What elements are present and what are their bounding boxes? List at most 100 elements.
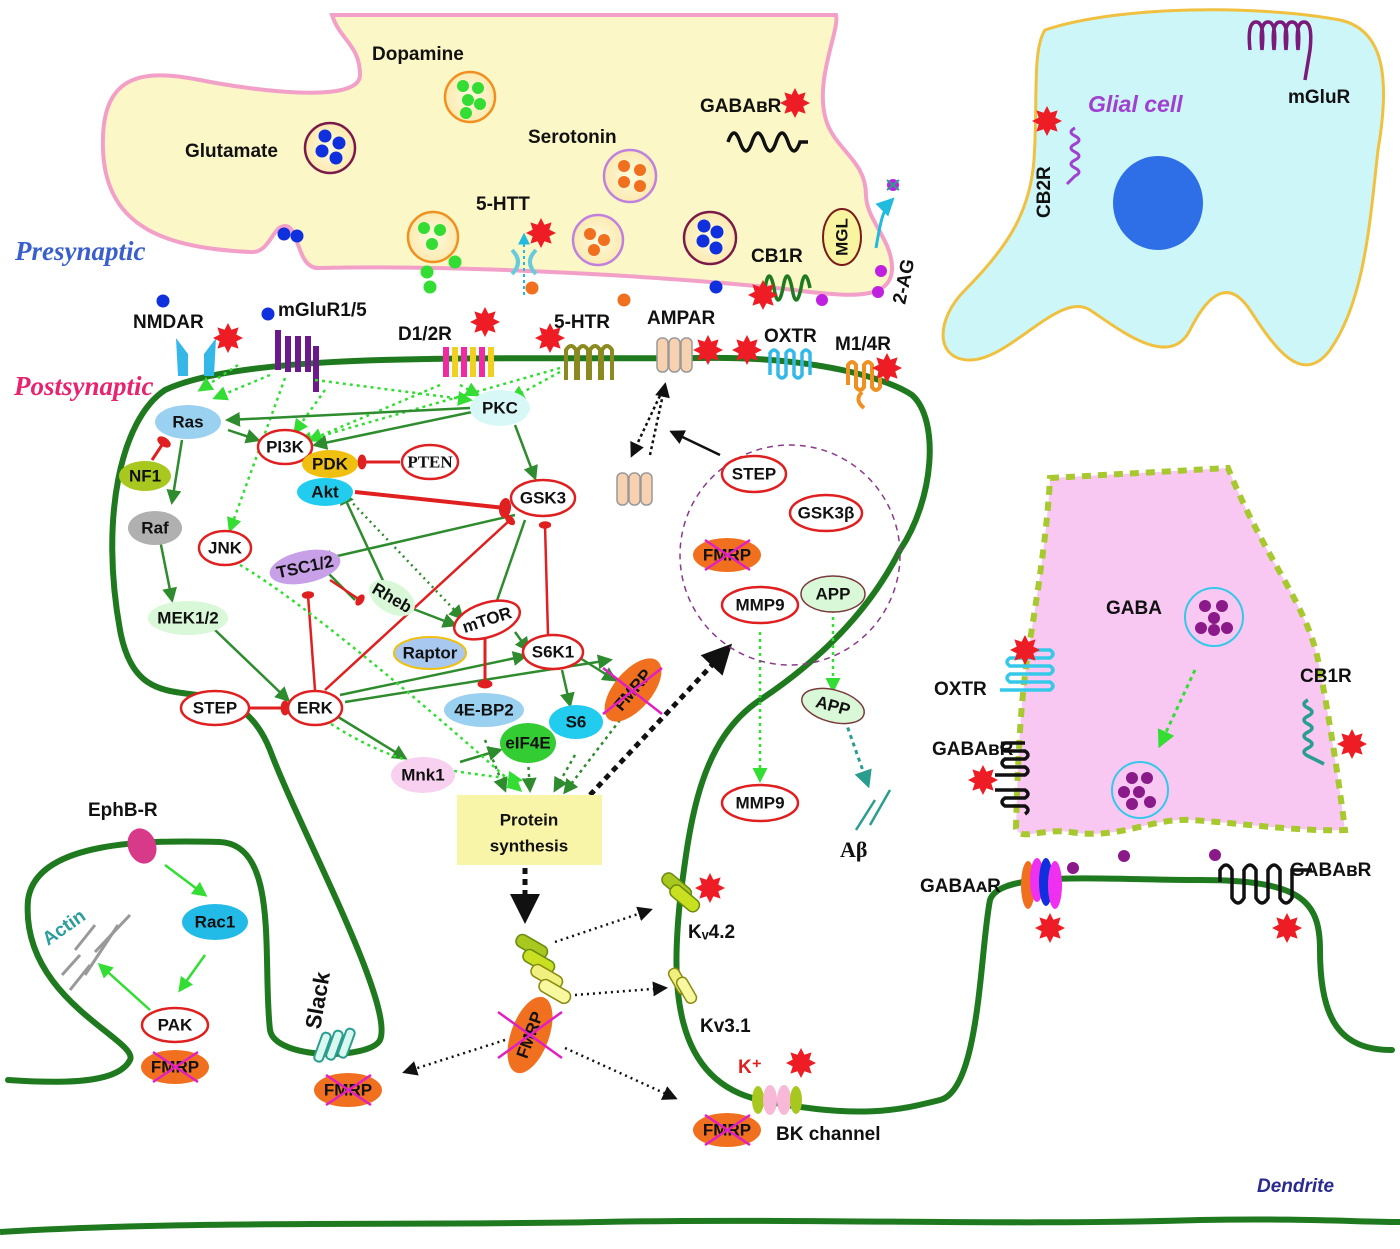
svg-text:GSK3β: GSK3β: [798, 504, 855, 523]
node-step-local: STEP: [720, 454, 788, 494]
drug-target-star: [535, 323, 565, 353]
drug-target-star: [780, 88, 810, 118]
svg-text:Mnk1: Mnk1: [401, 766, 444, 785]
node-4ebp2: 4E-BP2: [444, 693, 524, 727]
svg-text:ERK: ERK: [297, 699, 334, 718]
drug-target-star: [748, 280, 778, 310]
gabab-presynaptic-label: GABAʙR: [700, 96, 782, 117]
node-pten: PTEN: [400, 443, 460, 481]
drug-target-star: [732, 335, 762, 365]
gabaa-label: GABAᴀR: [920, 876, 1001, 897]
node-gsk3: GSK3: [509, 478, 577, 518]
serotonin-vesicle: [602, 148, 658, 204]
node-fmrp-slack: FMRP: [314, 1073, 382, 1107]
gabaa-receptor: [1021, 858, 1062, 909]
serotonin-label: Serotonin: [528, 127, 617, 148]
mglur-glia-label: mGluR: [1288, 87, 1351, 108]
bk-channel-label: BK channel: [776, 1124, 881, 1145]
local-translation-compartment: [679, 444, 901, 666]
node-erk: ERK: [286, 689, 344, 727]
mglur15-receptor: [275, 330, 319, 392]
cb1r-inhibitory-receptor: [1302, 698, 1325, 766]
mgl-enzyme: [822, 208, 862, 266]
bk-channel: [752, 1085, 802, 1115]
svg-text:eIF4E: eIF4E: [505, 734, 550, 753]
dendrite-label: Dendrite: [1257, 1176, 1335, 1197]
drug-target-star: [470, 307, 500, 337]
svg-text:STEP: STEP: [732, 465, 776, 484]
dopamine-vesicle-release: [406, 210, 462, 294]
node-mmp9-local: MMP9: [720, 585, 800, 625]
abeta-fragment: [854, 789, 892, 831]
node-gsk3b: GSK3β: [788, 493, 864, 533]
svg-text:4E-BP2: 4E-BP2: [454, 701, 514, 720]
d12r-receptor: [443, 347, 494, 377]
nmdar-label: NMDAR: [133, 312, 204, 333]
svg-text:MMP9: MMP9: [735, 596, 784, 615]
five-htt-label: 5-HTT: [476, 194, 530, 215]
cb1r-inhibitory-label: CB1R: [1300, 666, 1352, 687]
slack-channel: [313, 1027, 356, 1063]
mglur-glia-receptor: [1247, 20, 1313, 81]
gaba-vesicle: [1184, 587, 1244, 647]
gaba-label: GABA: [1106, 598, 1162, 619]
five-htr-label: 5-HTR: [554, 312, 610, 333]
d12r-label: D1/2R: [398, 324, 452, 345]
svg-text:Protein: Protein: [500, 811, 559, 830]
gabab-receptor-presynaptic: [726, 131, 808, 153]
node-rac1: Rac1: [182, 904, 248, 940]
glial-cell-label: Glial cell: [1088, 91, 1183, 117]
drug-target-star: [693, 335, 723, 365]
nmdar-receptor: [176, 338, 216, 376]
node-app-local: APP: [800, 575, 866, 613]
drug-target-star: [213, 323, 243, 353]
node-mmp9-secreted: MMP9: [720, 783, 800, 823]
mglur15-label: mGluR1/5: [278, 300, 367, 321]
cb2r-receptor: [1065, 126, 1081, 186]
node-app-membrane: APP: [801, 687, 865, 725]
kv42-channel: [661, 872, 701, 913]
node-mtor: mTOR: [452, 599, 522, 641]
svg-text:Akt: Akt: [311, 483, 339, 502]
postsynaptic-label: Postsynaptic: [13, 371, 154, 401]
node-fmrp-bk: FMRP: [693, 1113, 761, 1147]
glutamate-vesicle-release: [682, 210, 738, 294]
drug-target-star: [1272, 913, 1302, 943]
svg-text:MEK1/2: MEK1/2: [157, 609, 218, 628]
k-ion-label: K⁺: [738, 1057, 762, 1078]
ephb-receptor: [127, 828, 157, 864]
m14r-receptor: [846, 360, 882, 410]
svg-text:PKC: PKC: [482, 399, 518, 418]
inhibitory-terminal: [1012, 464, 1349, 838]
node-fmrp-mtor: FMRP: [602, 658, 663, 722]
drug-target-star: [695, 873, 725, 903]
svg-text:APP: APP: [816, 585, 851, 604]
svg-text:S6: S6: [566, 713, 587, 732]
dopamine-vesicle: [443, 70, 497, 124]
five-htr-receptor: [564, 344, 614, 380]
node-raptor: Raptor: [393, 636, 467, 670]
node-raf: Raf: [128, 511, 182, 545]
actin-filaments: [60, 913, 132, 991]
gaba-vesicle-release: [1111, 761, 1169, 819]
drug-target-star: [872, 353, 902, 383]
drug-target-star: [1032, 106, 1062, 136]
drug-target-star: [1010, 635, 1040, 665]
drug-target-star: [786, 1048, 816, 1078]
ampar-receptor: [656, 337, 693, 373]
node-fmrp-local: FMRP: [693, 538, 761, 572]
node-ras: Ras: [155, 405, 221, 439]
svg-text:Raf: Raf: [141, 519, 169, 538]
svg-text:PI3K: PI3K: [266, 438, 305, 457]
m14r-label: M1/4R: [835, 334, 891, 355]
gabab-inhibitory-receptor: [995, 741, 1030, 816]
presynaptic-label: Presynaptic: [14, 236, 145, 266]
node-fmrp-spine: FMRP: [141, 1050, 209, 1084]
glutamate-release-pocket: [156, 227, 304, 321]
node-pkc: PKC: [470, 390, 530, 426]
gabab-inhibitory-label: GABAʙR: [932, 739, 1014, 760]
glial-nucleus: [1113, 156, 1203, 250]
node-jnk: JNK: [197, 529, 253, 567]
svg-text:NF1: NF1: [129, 467, 161, 486]
